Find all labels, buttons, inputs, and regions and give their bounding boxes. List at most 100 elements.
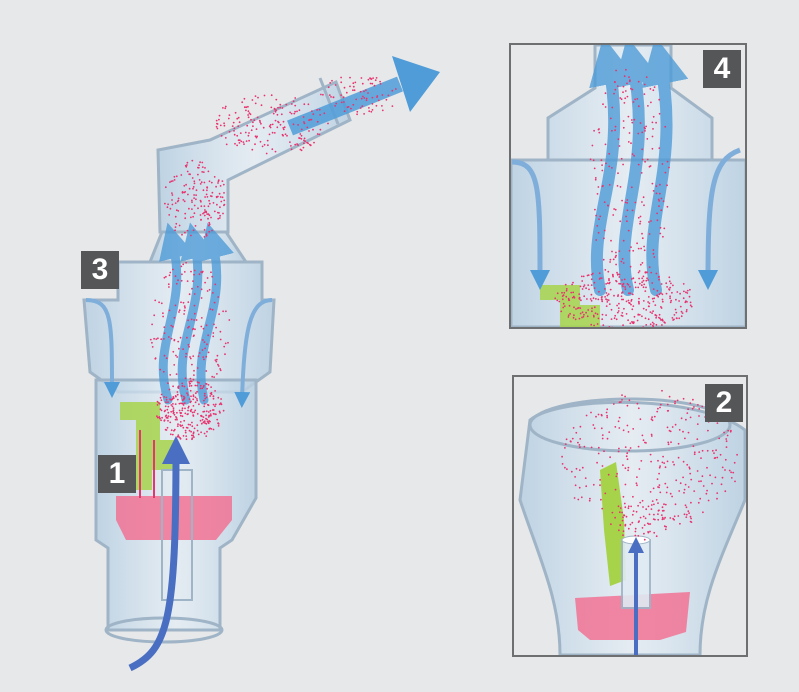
aerosol-particle: [350, 108, 352, 110]
aerosol-particle: [184, 386, 186, 388]
aerosol-particle: [596, 225, 598, 227]
aerosol-particle: [633, 155, 635, 157]
aerosol-particle: [696, 438, 698, 440]
aerosol-particle: [638, 298, 640, 300]
aerosol-particle: [636, 511, 638, 513]
aerosol-particle: [193, 328, 195, 330]
aerosol-particle: [657, 478, 659, 480]
aerosol-particle: [637, 320, 639, 322]
aerosol-particle: [725, 459, 727, 461]
aerosol-particle: [579, 318, 581, 320]
aerosol-particle: [185, 262, 187, 264]
aerosol-particle: [675, 503, 677, 505]
aerosol-particle: [653, 116, 655, 118]
aerosol-particle: [184, 217, 186, 219]
aerosol-particle: [687, 510, 689, 512]
aerosol-particle: [165, 186, 167, 188]
aerosol-particle: [698, 415, 700, 417]
aerosol-particle: [617, 273, 619, 275]
aerosol-particle: [639, 283, 641, 285]
aerosol-particle: [698, 408, 700, 410]
aerosol-particle: [599, 216, 601, 218]
aerosol-particle: [644, 524, 646, 526]
aerosol-particle: [607, 205, 609, 207]
aerosol-particle: [593, 297, 595, 299]
aerosol-particle: [635, 528, 637, 530]
aerosol-particle: [189, 173, 191, 175]
aerosol-particle: [206, 233, 208, 235]
aerosol-particle: [201, 288, 203, 290]
aerosol-particle: [621, 295, 623, 297]
aerosol-particle: [188, 424, 190, 426]
aerosol-particle: [223, 184, 225, 186]
aerosol-particle: [266, 153, 268, 155]
aerosol-particle: [621, 200, 623, 202]
aerosol-particle: [184, 413, 186, 415]
aerosol-particle: [642, 435, 644, 437]
aerosol-particle: [595, 298, 597, 300]
aerosol-particle: [204, 167, 206, 169]
aerosol-particle: [678, 457, 680, 459]
aerosol-particle: [176, 283, 178, 285]
aerosol-particle: [637, 403, 639, 405]
aerosol-particle: [683, 297, 685, 299]
aerosol-particle: [736, 454, 738, 456]
aerosol-particle: [591, 447, 593, 449]
aerosol-particle: [675, 299, 677, 301]
aerosol-particle: [650, 491, 652, 493]
aerosol-particle: [605, 92, 607, 94]
aerosol-particle: [631, 308, 633, 310]
aerosol-particle: [583, 276, 585, 278]
aerosol-particle: [261, 104, 263, 106]
aerosol-particle: [376, 77, 378, 79]
aerosol-particle: [159, 369, 161, 371]
aerosol-particle: [621, 279, 623, 281]
aerosol-particle: [618, 307, 620, 309]
aerosol-particle: [649, 531, 651, 533]
aerosol-particle: [601, 170, 603, 172]
aerosol-particle: [727, 435, 729, 437]
aerosol-particle: [366, 99, 368, 101]
aerosol-particle: [693, 445, 695, 447]
aerosol-particle: [224, 353, 226, 355]
aerosol-particle: [565, 443, 567, 445]
aerosol-particle: [175, 305, 177, 307]
aerosol-particle: [688, 432, 690, 434]
aerosol-particle: [361, 98, 363, 100]
aerosol-particle: [238, 139, 240, 141]
aerosol-particle: [179, 309, 181, 311]
aerosol-particle: [619, 511, 621, 513]
aerosol-particle: [187, 230, 189, 232]
aerosol-particle: [629, 250, 631, 252]
aerosol-particle: [283, 129, 285, 131]
aerosol-particle: [279, 107, 281, 109]
aerosol-particle: [615, 476, 617, 478]
aerosol-particle: [180, 337, 182, 339]
aerosol-particle: [184, 402, 186, 404]
aerosol-particle: [188, 344, 190, 346]
aerosol-particle: [619, 145, 621, 147]
aerosol-particle: [197, 430, 199, 432]
aerosol-particle: [285, 133, 287, 135]
aerosol-particle: [218, 425, 220, 427]
aerosol-particle: [659, 492, 661, 494]
aerosol-particle: [193, 319, 195, 321]
aerosol-particle: [572, 297, 574, 299]
aerosol-particle: [205, 212, 207, 214]
aerosol-particle: [690, 479, 692, 481]
aerosol-particle: [189, 356, 191, 358]
aerosol-particle: [642, 159, 644, 161]
aerosol-particle: [672, 461, 674, 463]
aerosol-particle: [636, 242, 638, 244]
aerosol-particle: [688, 512, 690, 514]
aerosol-particle: [657, 502, 659, 504]
aerosol-particle: [586, 415, 588, 417]
aerosol-particle: [223, 204, 225, 206]
aerosol-particle: [729, 470, 731, 472]
aerosol-particle: [162, 312, 164, 314]
aerosol-particle: [285, 104, 287, 106]
aerosol-particle: [641, 148, 643, 150]
aerosol-particle: [163, 326, 165, 328]
aerosol-particle: [253, 119, 255, 121]
aerosol-particle: [229, 114, 231, 116]
